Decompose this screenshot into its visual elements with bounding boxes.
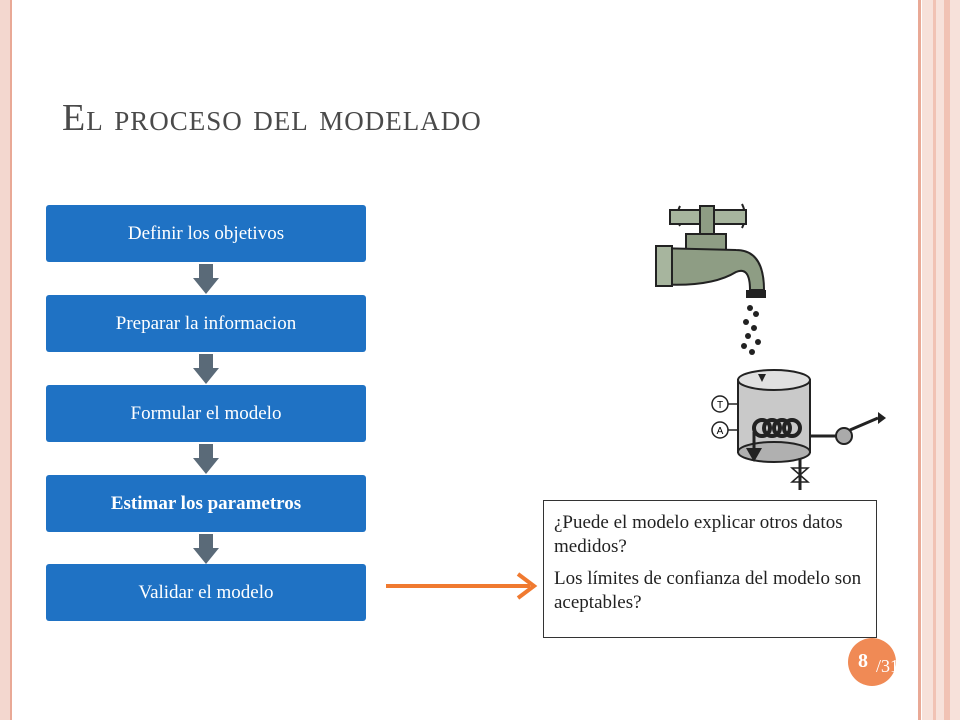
slide-title: El proceso del modelado [62,97,482,139]
step-definir-objetivos: Definir los objetivos [46,205,366,262]
frame-left-line [10,0,12,720]
outlet-pump-icon [810,412,886,445]
frame-right-stripe [933,0,936,720]
step-estimar-parametros: Estimar los parametros [46,475,366,532]
temperature-sensor-label: T [717,400,723,411]
step-preparar-informacion: Preparar la informacion [46,295,366,352]
validation-questions-box: ¿Puede el modelo explicar otros datos me… [543,500,877,638]
page-number: 8 [858,650,868,672]
down-arrow-icon [193,444,219,474]
down-arrow-icon [193,534,219,564]
frame-right-stripe [944,0,950,720]
page-number-badge: 8 [848,638,896,686]
tank-icon [737,369,811,463]
step-formular-modelo: Formular el modelo [46,385,366,442]
frame-left [0,0,10,720]
page-total: /31 [876,656,900,676]
sensor-icons: T A [711,395,738,439]
water-drops-icon [741,305,761,355]
frame-right-stripe [918,0,921,720]
down-arrow-icon [193,354,219,384]
analyzer-sensor-label: A [717,426,724,437]
question-confidence-limits: Los límites de confianza del modelo son … [554,568,862,613]
down-arrow-icon [193,264,219,294]
frame-right [922,0,960,720]
tap-tank-illustration: T A [655,203,886,490]
step-validar-modelo: Validar el modelo [46,564,366,621]
drain-valve-icon [790,458,810,490]
question-explain-data: ¿Puede el modelo explicar otros datos me… [554,512,843,557]
orange-arrow-icon [386,572,538,600]
faucet-icon [655,203,766,298]
